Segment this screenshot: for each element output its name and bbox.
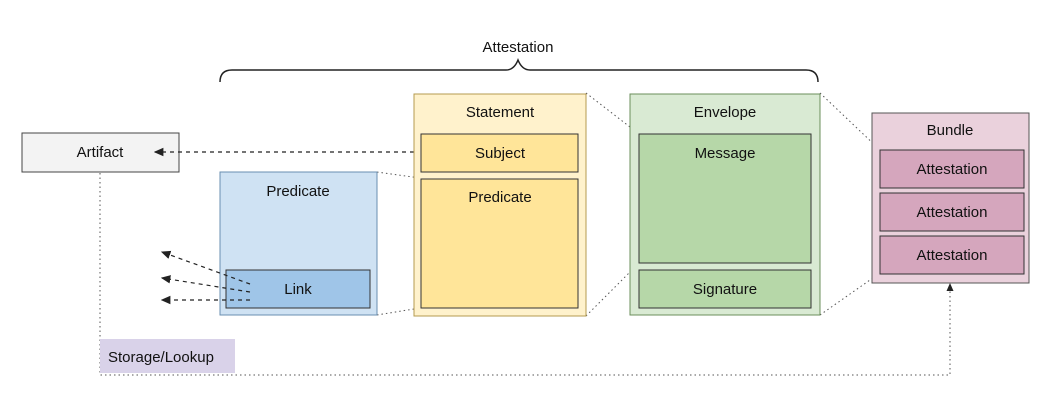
- svg-text:Attestation: Attestation: [917, 204, 988, 221]
- link-label: Link: [284, 281, 312, 298]
- zoom-connectors: [376, 92, 881, 317]
- statement-node: Statement Subject Predicate: [413, 93, 587, 317]
- svg-text:Bundle: Bundle: [927, 122, 974, 139]
- storage-lookup-label: Storage/Lookup: [100, 339, 235, 373]
- svg-text:Envelope: Envelope: [694, 104, 757, 121]
- subject-label: Subject: [475, 145, 526, 162]
- statement-predicate-label: Predicate: [468, 189, 531, 206]
- svg-text:Storage/Lookup: Storage/Lookup: [108, 349, 214, 366]
- signature-label: Signature: [693, 281, 757, 298]
- storage-lookup-path: [99, 173, 954, 376]
- attestation-brace: [219, 57, 819, 83]
- link-arrows: [160, 250, 251, 305]
- envelope-node: Envelope Message Signature: [629, 93, 821, 316]
- svg-text:Attestation: Attestation: [917, 247, 988, 264]
- artifact-node: Artifact: [21, 132, 180, 173]
- bundle-attestation-item: Attestation: [879, 192, 1025, 232]
- svg-text:Attestation: Attestation: [917, 161, 988, 178]
- bundle-attestation-item: Attestation: [879, 235, 1025, 275]
- bundle-attestation-item: Attestation: [879, 149, 1025, 189]
- svg-text:Artifact: Artifact: [77, 144, 125, 161]
- attestation-header-label: Attestation: [483, 39, 554, 56]
- message-label: Message: [695, 145, 756, 162]
- bundle-node: Bundle Attestation Attestation Attestati…: [871, 112, 1030, 284]
- predicate-node: Predicate Link: [219, 171, 378, 316]
- svg-text:Predicate: Predicate: [266, 183, 329, 200]
- svg-text:Statement: Statement: [466, 104, 535, 121]
